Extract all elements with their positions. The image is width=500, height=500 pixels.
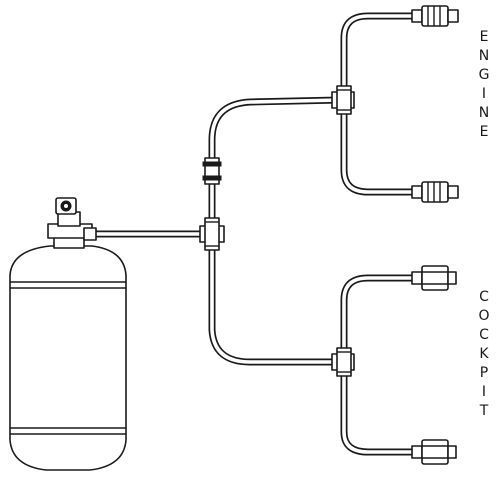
extinguisher-bottle (9, 245, 127, 471)
bottle-valve (47, 197, 97, 249)
engine-nozzle-upper (411, 5, 459, 27)
engine-nozzle-lower (411, 181, 459, 203)
cockpit-nozzle-lower (411, 439, 457, 465)
cockpit-tee-fitting (331, 347, 355, 377)
pipe-network (90, 12, 415, 456)
engine-tee-fitting (331, 85, 355, 115)
cockpit-nozzle-upper (411, 265, 457, 291)
main-tee-fitting (199, 217, 225, 251)
upper-union-fitting (202, 157, 222, 185)
